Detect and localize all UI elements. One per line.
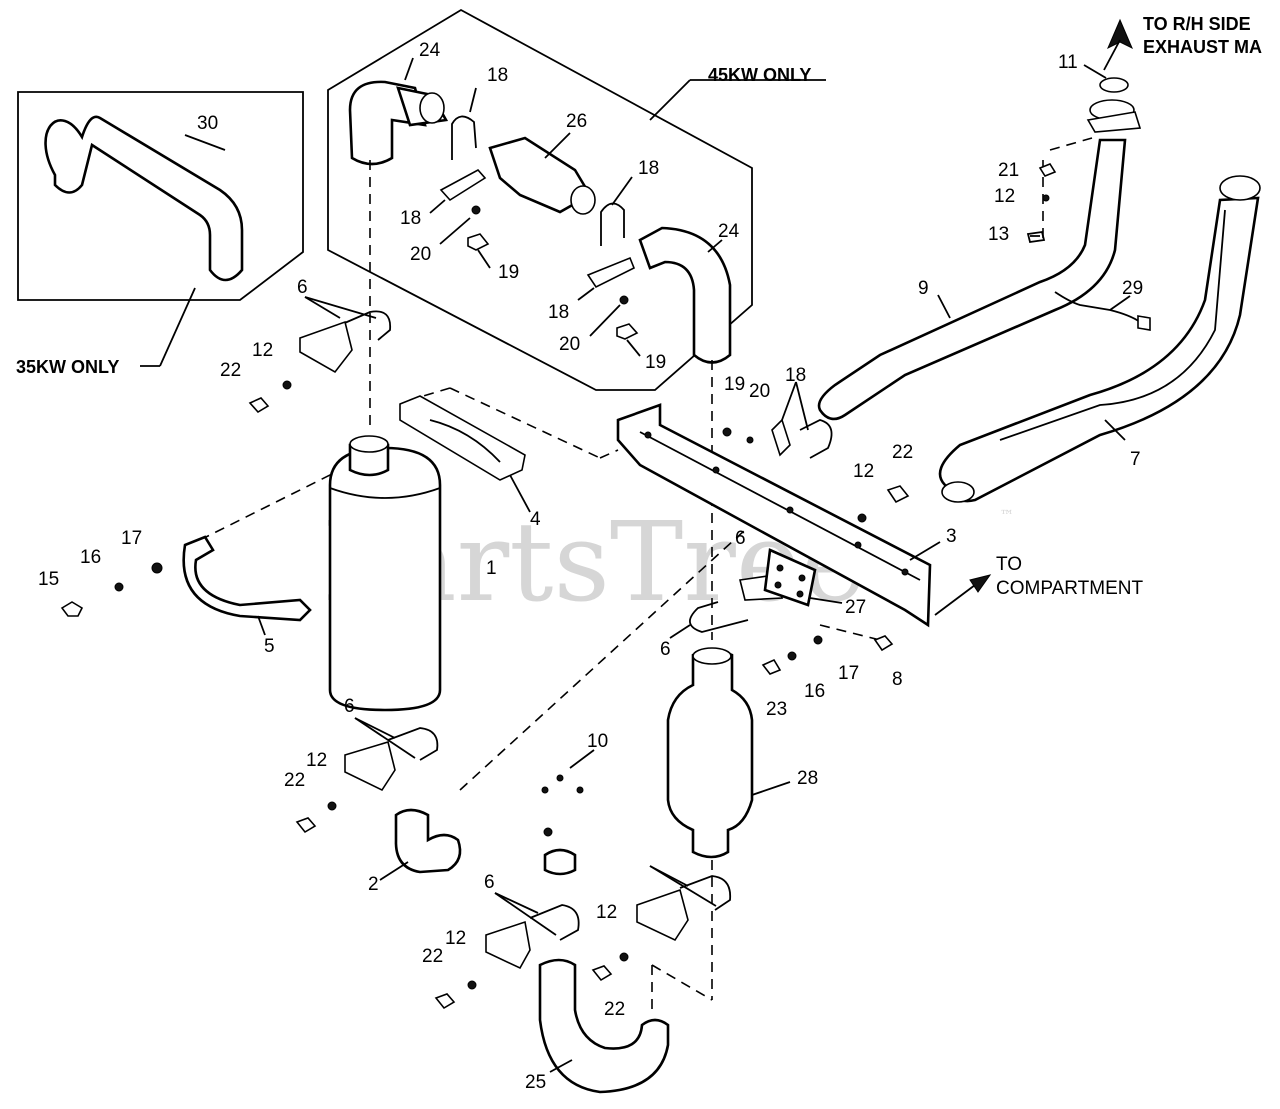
callout: 13 — [988, 224, 1009, 245]
note-rh-side-line2: EXHAUST MA — [1143, 37, 1262, 57]
bracket-4 — [399, 395, 531, 513]
callout: 18 — [548, 302, 569, 323]
callout: 27 — [845, 597, 866, 618]
callout: 6 — [484, 872, 495, 893]
note-rh-side-line1: TO R/H SIDE — [1143, 14, 1251, 34]
callout: 12 — [306, 750, 327, 771]
callout: 11 — [1058, 52, 1078, 73]
callout: 16 — [804, 681, 825, 702]
callout: 10 — [587, 731, 608, 752]
callout: 24 — [419, 40, 441, 61]
callout: 12 — [445, 928, 466, 949]
pipe-25 — [538, 958, 670, 1094]
callout: 22 — [220, 360, 241, 381]
callout: 25 — [525, 1072, 546, 1093]
callout: 9 — [918, 278, 929, 299]
callout: 26 — [566, 111, 587, 132]
callout: 6 — [297, 277, 308, 298]
callout: 22 — [892, 442, 913, 463]
callout: 30 — [197, 113, 218, 134]
kw35-inset — [17, 91, 304, 367]
callout: 16 — [80, 547, 101, 568]
callout: 28 — [797, 768, 818, 789]
callout: 20 — [559, 334, 580, 355]
callout: 17 — [121, 528, 142, 549]
callout: 18 — [785, 365, 806, 386]
note-45kw-only: 45KW ONLY — [708, 65, 811, 85]
rail-hardware — [722, 381, 910, 675]
callout: 22 — [604, 999, 625, 1020]
callout: 19 — [645, 352, 666, 373]
exhaust-pipe-7 — [938, 175, 1261, 503]
callout: 5 — [264, 636, 275, 657]
catalytic-converter-28 — [666, 647, 791, 859]
flange-hardware — [1026, 163, 1057, 244]
callout: 15 — [38, 569, 59, 590]
callout: 8 — [892, 669, 903, 690]
callout: 18 — [487, 65, 508, 86]
callout: 6 — [735, 528, 746, 549]
saddle-clamp-right — [591, 865, 732, 982]
elbow-2 — [379, 808, 462, 881]
callout: 20 — [410, 244, 431, 265]
callout: 29 — [1122, 278, 1143, 299]
callout: 18 — [638, 158, 659, 179]
callout: 19 — [498, 262, 519, 283]
callout: 23 — [766, 699, 787, 720]
note-compartment-line1: TO — [996, 554, 1022, 575]
callout: 3 — [946, 526, 957, 547]
callout: 24 — [718, 221, 740, 242]
saddle-clamp-upper — [248, 296, 392, 414]
callout: 12 — [252, 340, 273, 361]
callout: 20 — [749, 381, 770, 402]
callout: 22 — [422, 946, 443, 967]
plate-27 — [763, 548, 843, 607]
callout: 4 — [530, 509, 541, 530]
callout: 12 — [853, 461, 874, 482]
callout: 21 — [998, 160, 1019, 181]
kw45-inset — [327, 8, 826, 391]
saddle-clamp-lower — [295, 717, 439, 834]
saddle-clamp-bottom — [434, 892, 580, 1010]
callout: 22 — [284, 770, 305, 791]
note-compartment-line2: COMPARTMENT — [996, 578, 1143, 599]
callout: 17 — [838, 663, 859, 684]
callout: 18 — [400, 208, 421, 229]
callout: 7 — [1130, 449, 1141, 470]
callout: 6 — [344, 696, 355, 717]
sensor-29 — [1054, 291, 1151, 331]
compartment-arrow — [934, 574, 992, 616]
watermark-tm: ™ — [1000, 508, 1014, 524]
callout: 12 — [596, 902, 617, 923]
support-rail-3 — [616, 403, 941, 628]
callout: 12 — [994, 186, 1015, 207]
callout: 6 — [660, 639, 671, 660]
callout: 19 — [724, 374, 745, 395]
callouts: 1 2 3 4 5 6 6 6 6 6 7 8 9 10 11 12 12 12… — [38, 40, 1143, 1093]
callout: 2 — [368, 874, 379, 895]
exhaust-pipe-9 — [817, 18, 1142, 421]
strap-5 — [60, 535, 312, 636]
muffler — [328, 435, 442, 712]
callout: 1 — [486, 558, 497, 579]
bracket-10 — [541, 749, 595, 876]
note-35kw-only: 35KW ONLY — [16, 357, 119, 377]
